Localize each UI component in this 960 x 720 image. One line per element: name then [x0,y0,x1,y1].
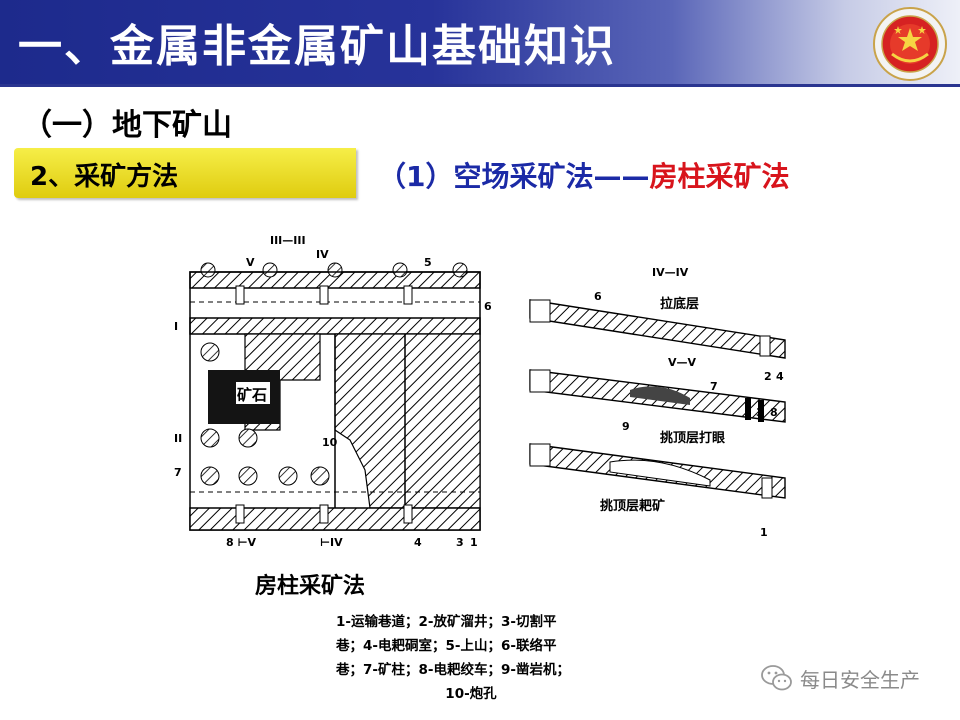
label-mark-5: V [246,256,255,269]
legend-line-4: 10-炮孔 [445,686,497,702]
room-pillar-diagram: 矿石 III—III IV V 5 6 7 10 I II 8 ⊢V ⊢IV 4 [174,234,786,549]
label-r8: 8 [770,406,778,419]
watermark-text: 每日安全生产 [800,667,920,692]
label-r2: 2 [764,370,772,383]
label-roman-1: I [174,320,178,333]
label-num-3: 3 [456,536,464,549]
label-view-5: V—V [668,356,697,369]
label-roman-2: II [174,432,182,445]
method-name-highlight: 房柱采矿法 [649,160,790,193]
section-views: IV—IV 拉底层 V—V 挑顶层打眼 挑顶层耙矿 6 7 9 2 4 3 8 … [529,266,786,539]
label-bottom-layer: 拉底层 [660,296,699,312]
plan-view: 矿石 III—III IV V 5 6 7 10 I II 8 ⊢V ⊢IV 4 [174,234,492,549]
label-rake: 挑顶层耙矿 [600,498,665,514]
label-bottom-5: 8 ⊢V [226,536,257,549]
header-divider [0,84,960,87]
method-name-prefix: （1）空场采矿法—— [378,160,650,193]
legend-line-2: 巷；4-电耙硐室；5-上山；6-联络平 [336,638,557,654]
page-title: 一、金属非金属矿山基础知识 [18,21,616,72]
label-num-1: 1 [470,536,478,549]
label-r9: 9 [622,420,630,433]
method-label-box: 2、采矿方法 [14,148,356,198]
label-r3: 3 [756,406,764,419]
legend-line-3: 巷；7-矿柱；8-电耙绞车；9-凿岩机； [336,662,570,678]
label-num-7: 7 [174,466,182,479]
method-label: 2、采矿方法 [30,162,179,192]
method-name: （1）空场采矿法——房柱采矿法 [378,155,790,195]
label-drill: 挑顶层打眼 [660,430,726,446]
label-r7: 7 [710,380,718,393]
label-view-4: IV—IV [652,266,689,279]
label-r6: 6 [594,290,602,303]
label-section-3: III—III [270,234,306,247]
watermark: 每日安全生产 [760,662,920,694]
label-r1: 1 [760,526,768,539]
label-mark-4: IV [316,248,329,261]
ore-label: 矿石 [237,386,267,404]
label-r4: 4 [776,370,784,383]
wechat-icon [761,665,792,691]
label-bottom-4: ⊢IV [320,536,343,549]
label-num-5: 5 [424,256,432,269]
national-emblem-icon [873,7,947,81]
diagram-caption: 房柱采矿法 [255,574,366,599]
section-subtitle: （一）地下矿山 [22,108,232,143]
label-num-4: 4 [414,536,422,549]
legend-line-1: 1-运输巷道；2-放矿溜井；3-切割平 [336,614,557,630]
diagram-legend: 1-运输巷道；2-放矿溜井；3-切割平 巷；4-电耙硐室；5-上山；6-联络平 … [336,610,606,706]
label-num-6: 6 [484,300,492,313]
label-num-10: 10 [322,436,338,449]
header-banner: 一、金属非金属矿山基础知识 [0,0,960,84]
